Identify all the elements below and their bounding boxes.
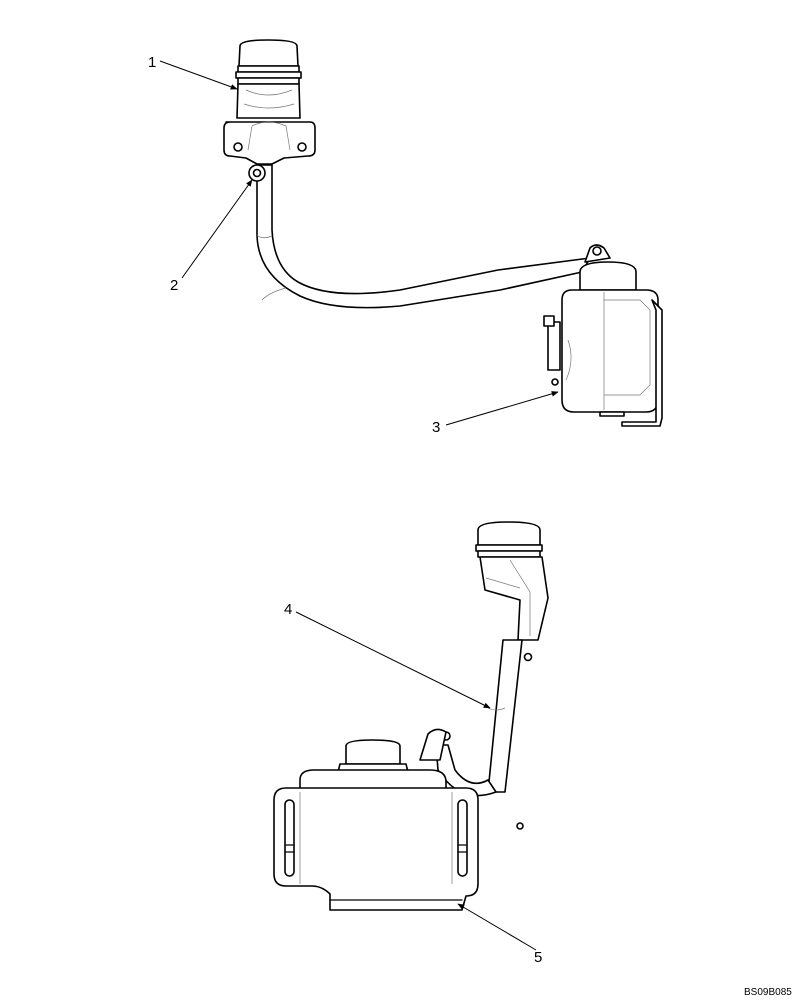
leader-4 [295, 611, 491, 709]
leader-2 [181, 179, 253, 279]
upper-assembly [223, 39, 663, 427]
hose-clamp-part-2 [248, 164, 266, 182]
callout-1: 1 [148, 54, 156, 71]
callout-labels: 1 2 3 4 5 [148, 54, 542, 966]
lower-assembly [273, 521, 549, 911]
callout-3: 3 [432, 419, 440, 436]
upper-hose [256, 164, 591, 309]
filler-neck-part-1 [223, 39, 316, 165]
callout-4: 4 [284, 601, 292, 618]
callout-5: 5 [534, 949, 542, 966]
callout-2: 2 [170, 277, 178, 294]
drawing-code: BS09B085 [744, 987, 792, 998]
leader-3 [445, 391, 559, 426]
tube-part-4 [419, 521, 549, 797]
reservoir-part-3 [543, 244, 663, 427]
leader-5 [457, 903, 537, 951]
tank-part-5 [273, 739, 524, 911]
leader-lines [159, 60, 559, 951]
leader-1 [159, 60, 238, 90]
